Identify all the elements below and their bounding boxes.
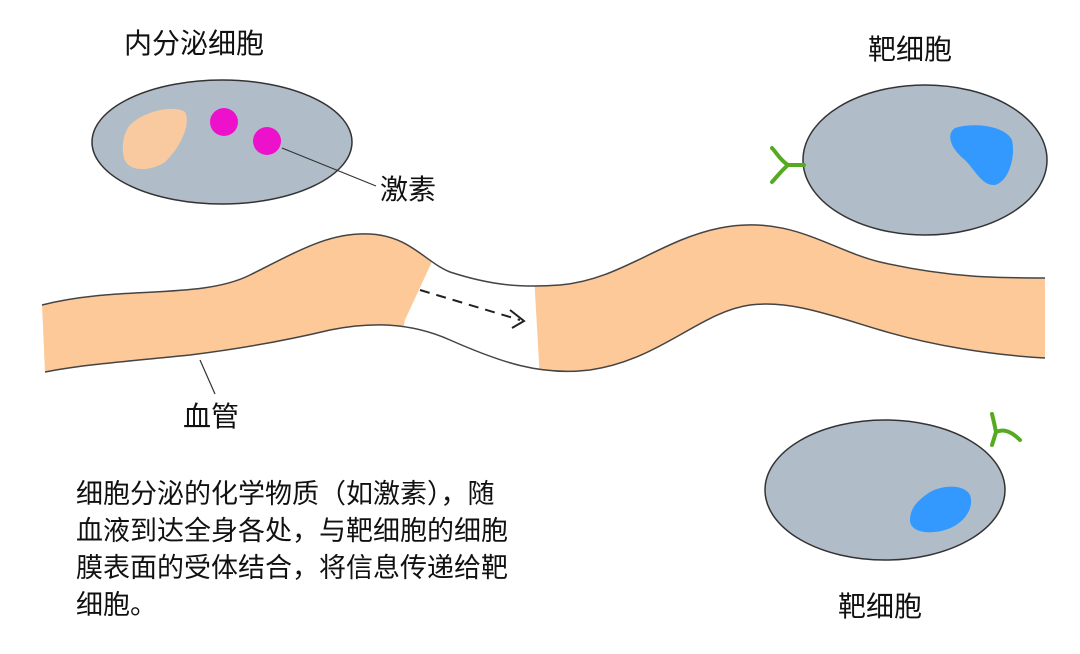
target-nucleus	[910, 486, 972, 533]
target-cell-bottom	[764, 412, 1022, 561]
vessel-bottom-edge	[44, 303, 1046, 373]
description-line: 膜表面的受体结合，将信息传递给靶	[76, 553, 508, 584]
hormone-dot	[210, 108, 238, 136]
vessel-top-edge	[41, 224, 1046, 306]
hormone-pointer-line	[281, 147, 377, 187]
hormone-dot	[253, 127, 281, 155]
hormone-label: 激素	[380, 173, 437, 206]
target-nucleus	[950, 125, 1014, 186]
receptor-icon	[770, 146, 806, 184]
endocrine-cell	[91, 79, 377, 205]
flow-arrow	[419, 289, 526, 329]
description-text: 细胞分泌的化学物质（如激素），随 血液到达全身各处，与靶细胞的细胞 膜表面的受体…	[76, 476, 508, 624]
vessel-body	[42, 224, 1045, 372]
blood-vessel-label: 血管	[183, 400, 240, 433]
vessel-pointer-line	[199, 359, 216, 395]
receptor-icon	[990, 412, 1022, 447]
endocrine-cell-label: 内分泌细胞	[124, 27, 265, 60]
description-line: 细胞。	[76, 590, 157, 621]
description-line: 血液到达全身各处，与靶细胞的细胞	[76, 516, 508, 547]
target-cell-top	[770, 84, 1048, 236]
endocrine-nucleus	[122, 108, 187, 170]
target-cell-top-label: 靶细胞	[868, 33, 953, 66]
description-line: 细胞分泌的化学物质（如激素），随	[76, 479, 495, 510]
target-cell-bottom-label: 靶细胞	[838, 590, 923, 623]
blood-vessel	[41, 224, 1046, 373]
